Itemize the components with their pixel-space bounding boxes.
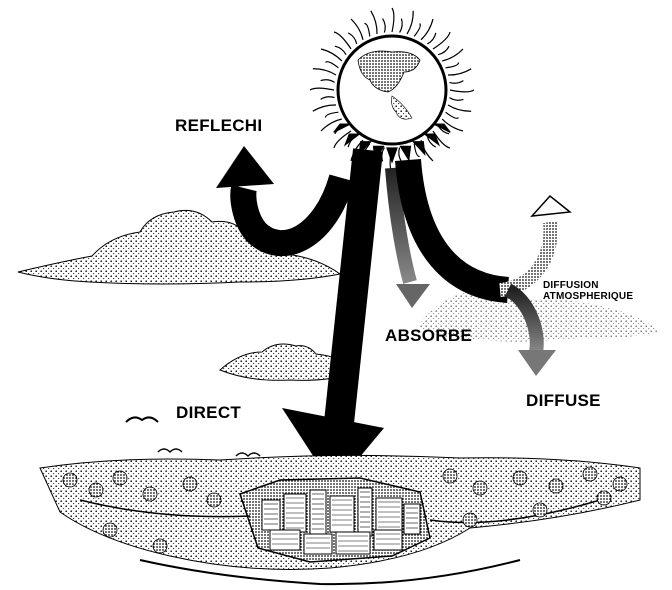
bird-icon <box>236 453 260 456</box>
label-absorbe: ABSORBE <box>385 326 472 346</box>
bird-icon <box>158 449 182 452</box>
label-direct: DIRECT <box>176 403 241 423</box>
bird-icon <box>126 417 158 422</box>
label-diffuse: DIFFUSE <box>526 391 601 411</box>
label-reflechi: REFLECHI <box>175 116 262 136</box>
label-diffusion: DIFFUSION <box>543 280 599 291</box>
city-icon <box>40 455 640 584</box>
label-atmospherique: ATMOSPHERIQUE <box>543 291 633 302</box>
sun-icon <box>310 8 474 172</box>
